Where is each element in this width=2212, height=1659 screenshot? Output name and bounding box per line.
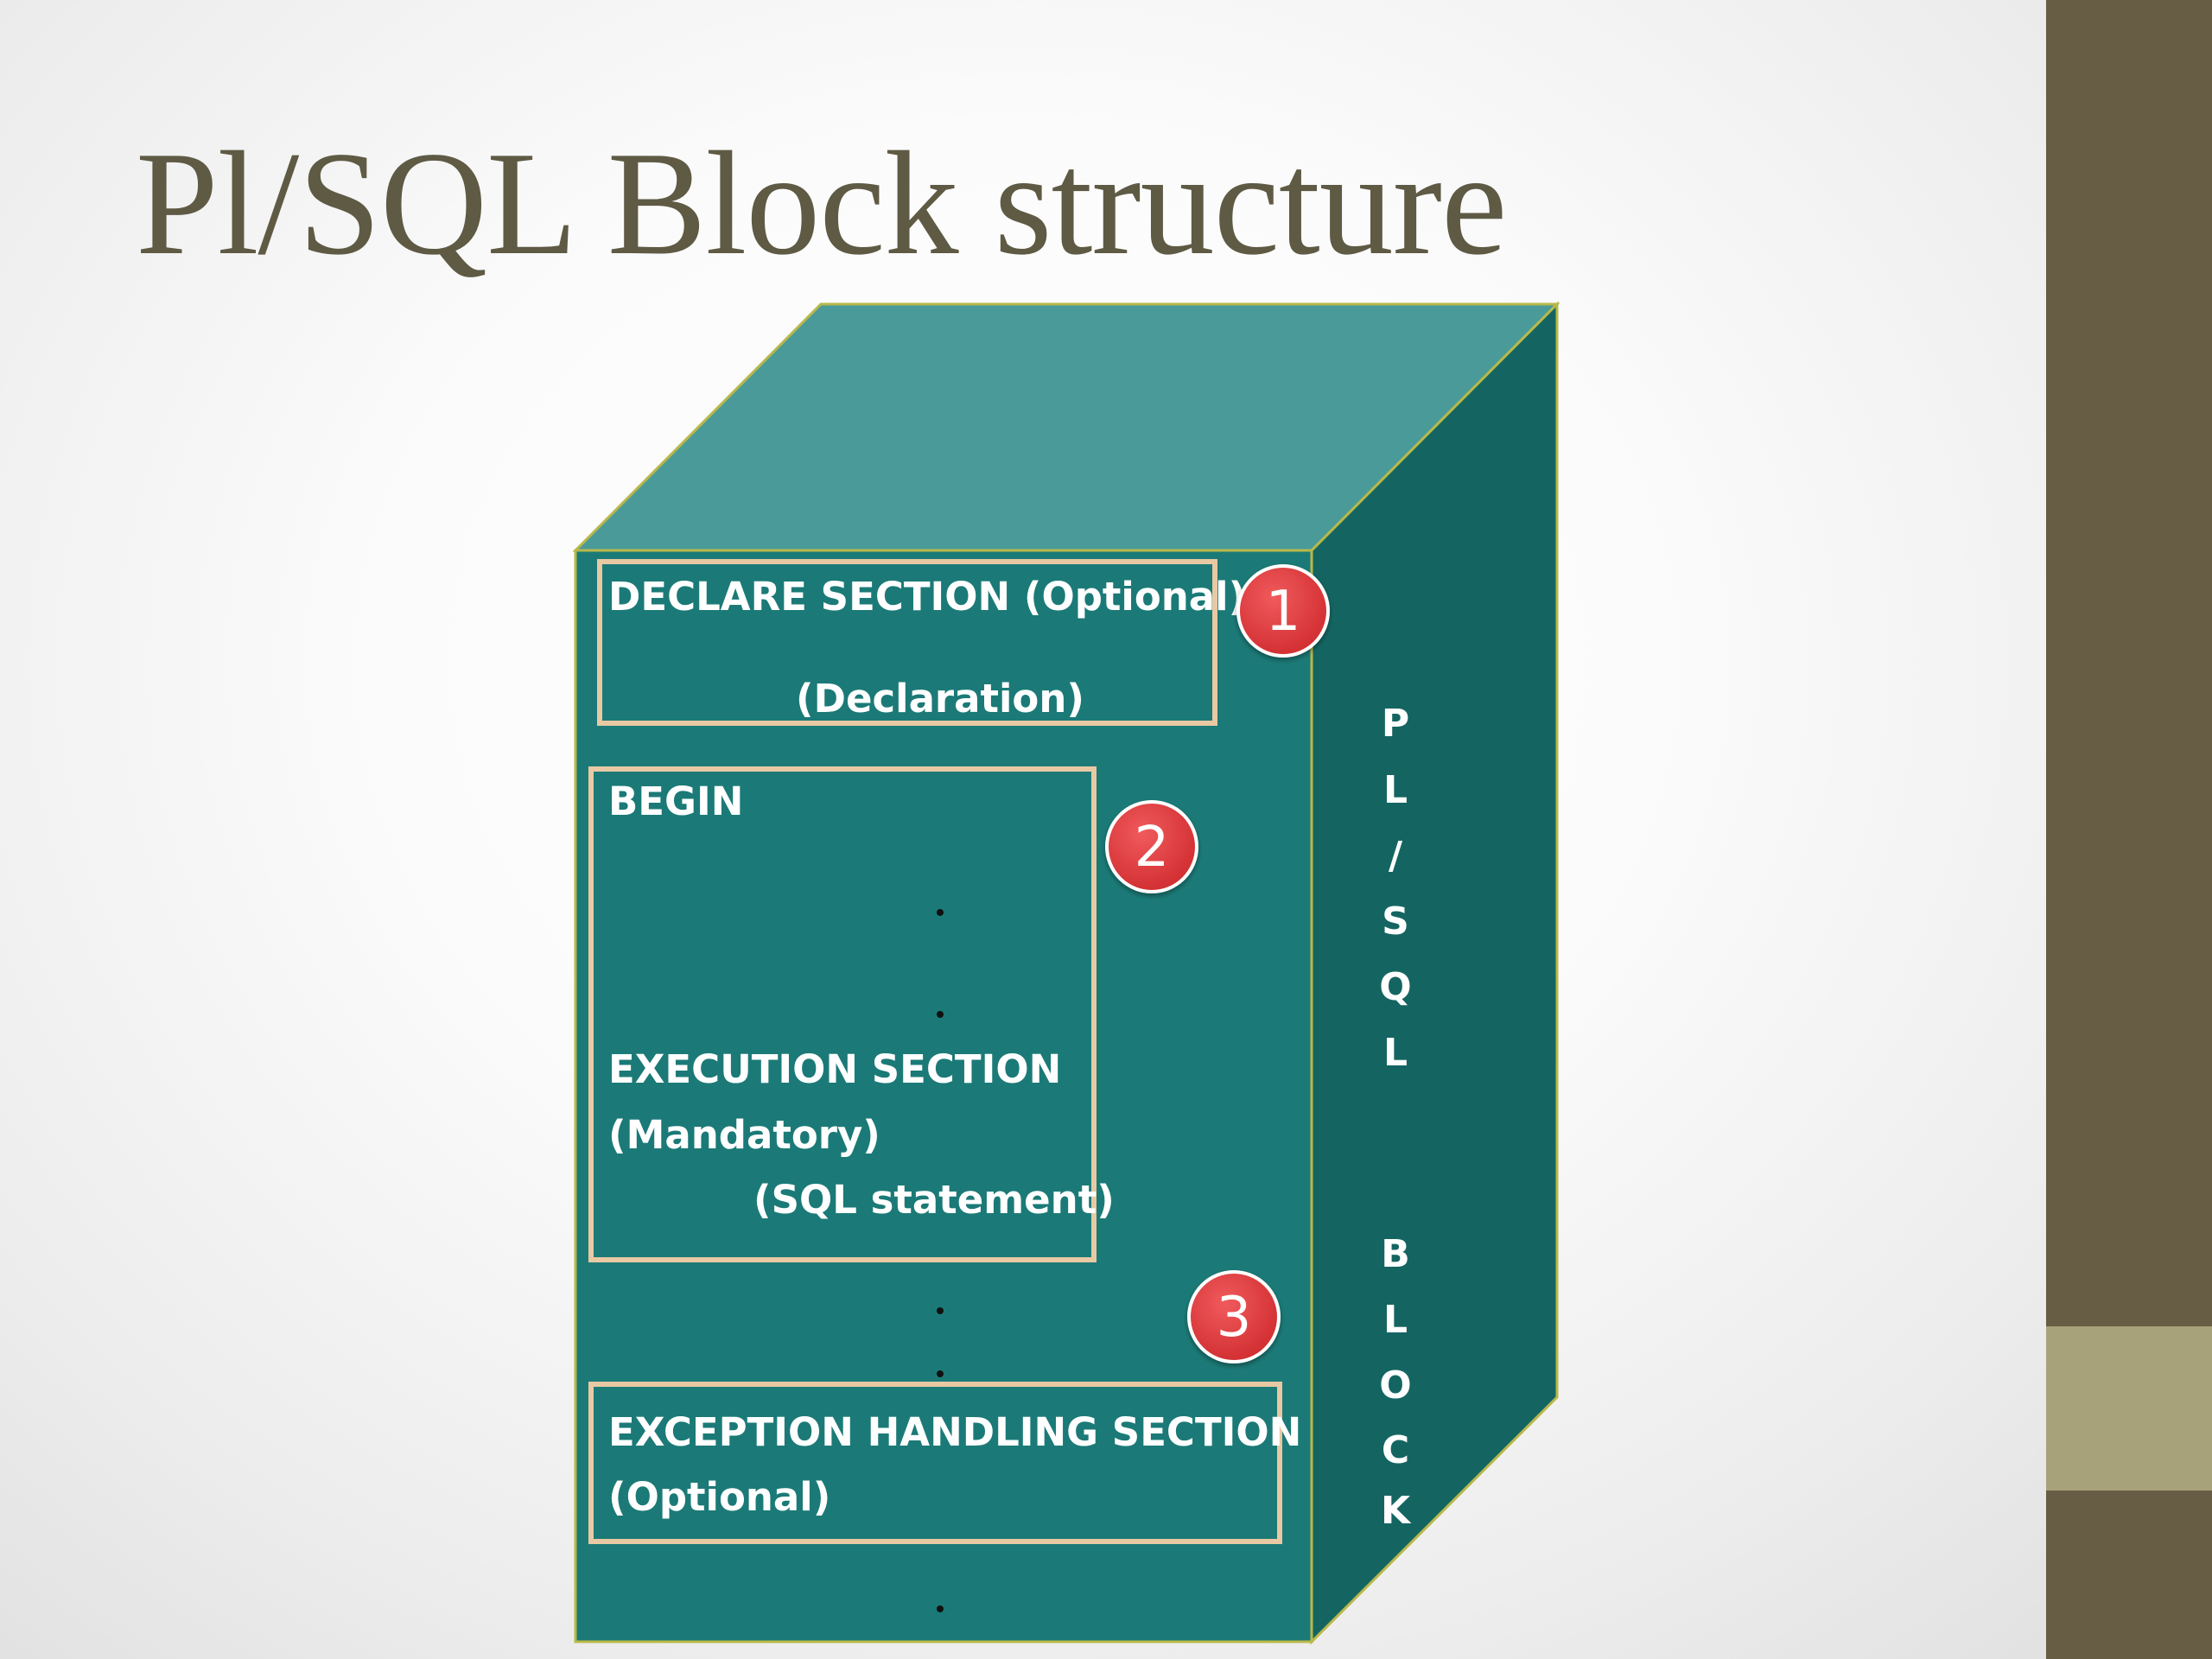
exception-section-box [588, 1382, 1282, 1544]
side-letter: B [1381, 1232, 1410, 1276]
badge-1-label: 1 [1266, 580, 1301, 644]
badge-3: 3 [1187, 1270, 1281, 1363]
execution-section-title: EXECUTION SECTION [608, 1046, 1061, 1092]
side-letter: Q [1379, 965, 1411, 1009]
ellipsis-dot [937, 1605, 944, 1612]
right-bar-accent [2046, 1326, 2212, 1491]
side-letter: L [1383, 1031, 1408, 1075]
exception-section-optional: (Optional) [608, 1474, 830, 1520]
execution-section-sql: (SQL statement) [753, 1177, 1115, 1223]
side-label-plsql: P L / S Q L [1379, 702, 1411, 1075]
badge-1: 1 [1236, 564, 1330, 658]
declare-section-box [597, 559, 1217, 726]
side-letter: C [1382, 1428, 1409, 1472]
cube-front-face [574, 549, 1313, 1643]
execution-section-box [588, 766, 1096, 1262]
declare-section-subtitle: (Declaration) [796, 676, 1084, 721]
badge-2: 2 [1105, 800, 1198, 893]
side-letter: O [1379, 1363, 1411, 1408]
side-label-block: B L O C K [1379, 1232, 1412, 1533]
badge-3-label: 3 [1217, 1286, 1252, 1350]
ellipsis-dot [937, 1307, 944, 1314]
right-decorative-bar [2046, 0, 2212, 1659]
ellipsis-dot [937, 1370, 944, 1377]
badge-2-label: 2 [1135, 816, 1170, 880]
side-letter: P [1382, 702, 1409, 746]
slide-title: Pl/SQL Block structure [136, 122, 1507, 286]
ellipsis-dot [937, 909, 944, 916]
side-letter: L [1383, 768, 1408, 812]
ellipsis-dot [937, 1011, 944, 1018]
side-letter: / [1389, 834, 1403, 878]
execution-section-mandatory: (Mandatory) [608, 1112, 880, 1158]
begin-keyword: BEGIN [608, 779, 743, 824]
declare-section-title: DECLARE SECTION (Optional) [608, 574, 1246, 620]
side-letter: K [1381, 1489, 1412, 1533]
side-letter: L [1383, 1298, 1408, 1342]
side-letter: S [1382, 899, 1409, 944]
exception-section-title: EXCEPTION HANDLING SECTION [608, 1409, 1301, 1455]
